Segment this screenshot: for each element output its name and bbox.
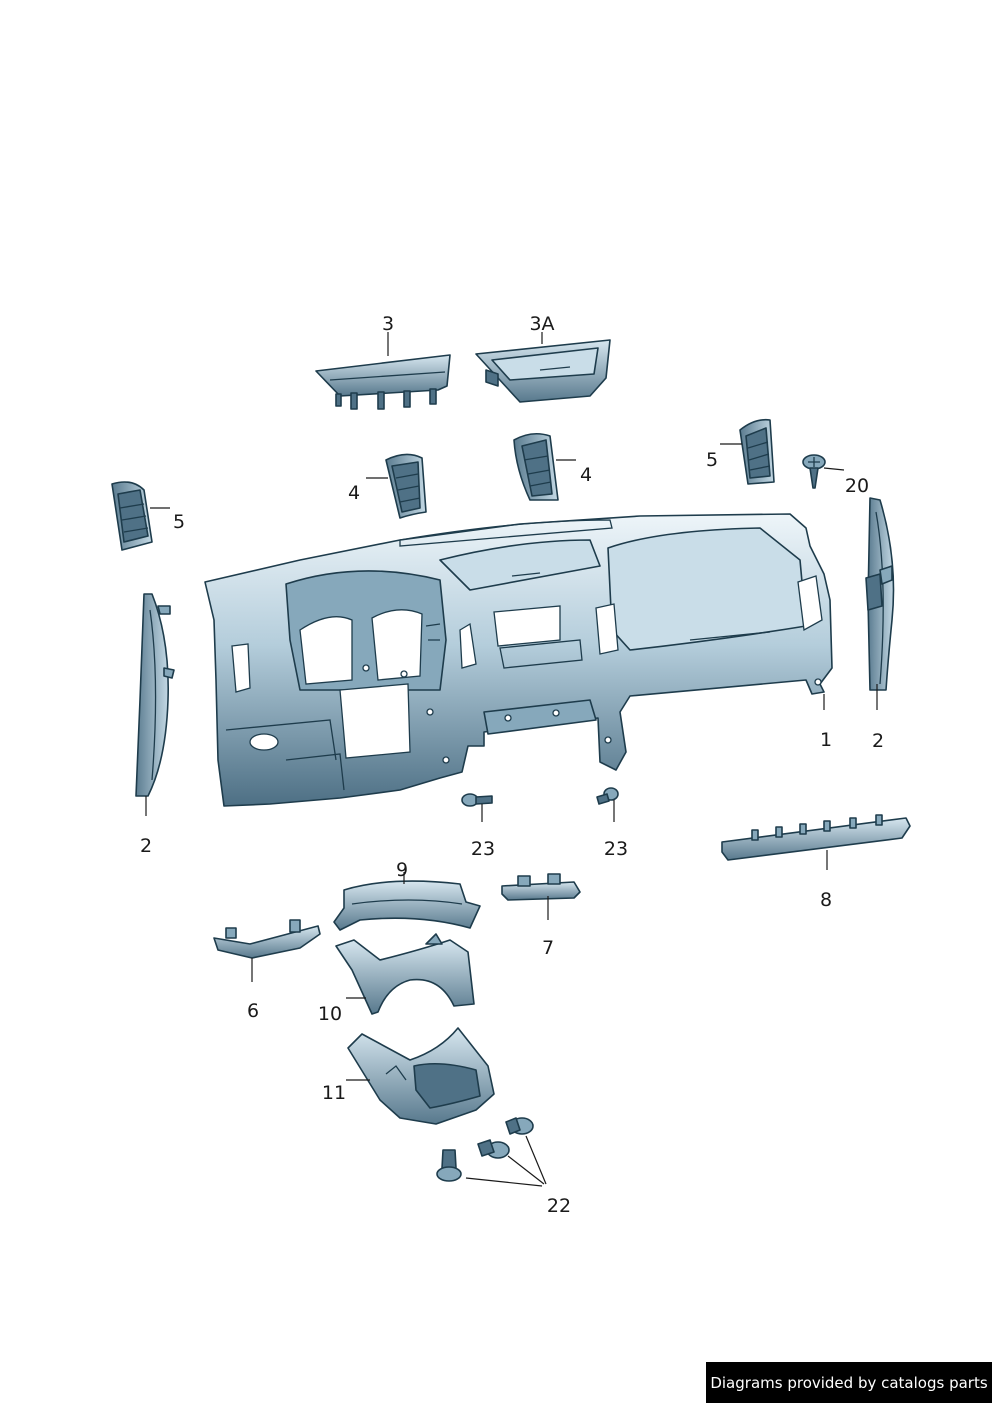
callout-bolts-lower: 22 (547, 1195, 571, 1217)
footer-credit-banner: Diagrams provided by catalogs parts (706, 1362, 992, 1403)
callout-screw-center-right: 23 (604, 838, 628, 860)
callout-column-cover-upper: 9 (396, 859, 408, 881)
callout-column-cover-mid: 10 (318, 1003, 342, 1025)
callout-vent-center-left: 4 (348, 482, 360, 504)
bolts-lower-part (436, 1117, 534, 1182)
callout-top-cover-alt: 3A (529, 313, 554, 335)
screw-center-right-part (596, 787, 619, 805)
callout-trim-strip-long: 8 (820, 889, 832, 911)
callout-trim-strip-small: 6 (247, 1000, 259, 1022)
callout-screw-right: 20 (845, 475, 869, 497)
callout-screw-center-left: 23 (471, 838, 495, 860)
footer-credit-text: Diagrams provided by catalogs parts (710, 1373, 988, 1392)
column-cover-upper-part (333, 880, 481, 931)
top-cover-part (315, 354, 451, 410)
vent-right-part (739, 418, 775, 485)
trim-strip-long-part (721, 814, 911, 861)
screw-right-part (802, 454, 826, 489)
callout-trim-strip-center: 7 (542, 937, 554, 959)
callout-vent-left: 5 (173, 511, 185, 533)
top-cover-alt-part (475, 339, 611, 403)
trim-strip-small-part (213, 919, 321, 959)
vent-center-right-part (513, 432, 559, 501)
side-trim-left-part (135, 593, 175, 797)
callout-vent-center-right: 4 (580, 464, 592, 486)
screw-center-left-part (461, 793, 493, 807)
callout-vent-right: 5 (706, 449, 718, 471)
callout-top-cover: 3 (382, 313, 394, 335)
vent-center-left-part (385, 453, 427, 519)
trim-strip-center-part (501, 873, 581, 901)
callout-side-trim-right: 2 (872, 730, 884, 752)
vent-left-part (111, 481, 153, 551)
callout-column-cover-lower: 11 (322, 1082, 346, 1104)
callout-side-trim-left: 2 (140, 835, 152, 857)
column-cover-mid-part (335, 933, 475, 1015)
side-trim-right-part (865, 497, 895, 691)
column-cover-lower-part (347, 1027, 495, 1125)
dashboard-part (204, 513, 833, 807)
callout-dashboard: 1 (820, 729, 832, 751)
leader-lines (145, 332, 878, 1187)
